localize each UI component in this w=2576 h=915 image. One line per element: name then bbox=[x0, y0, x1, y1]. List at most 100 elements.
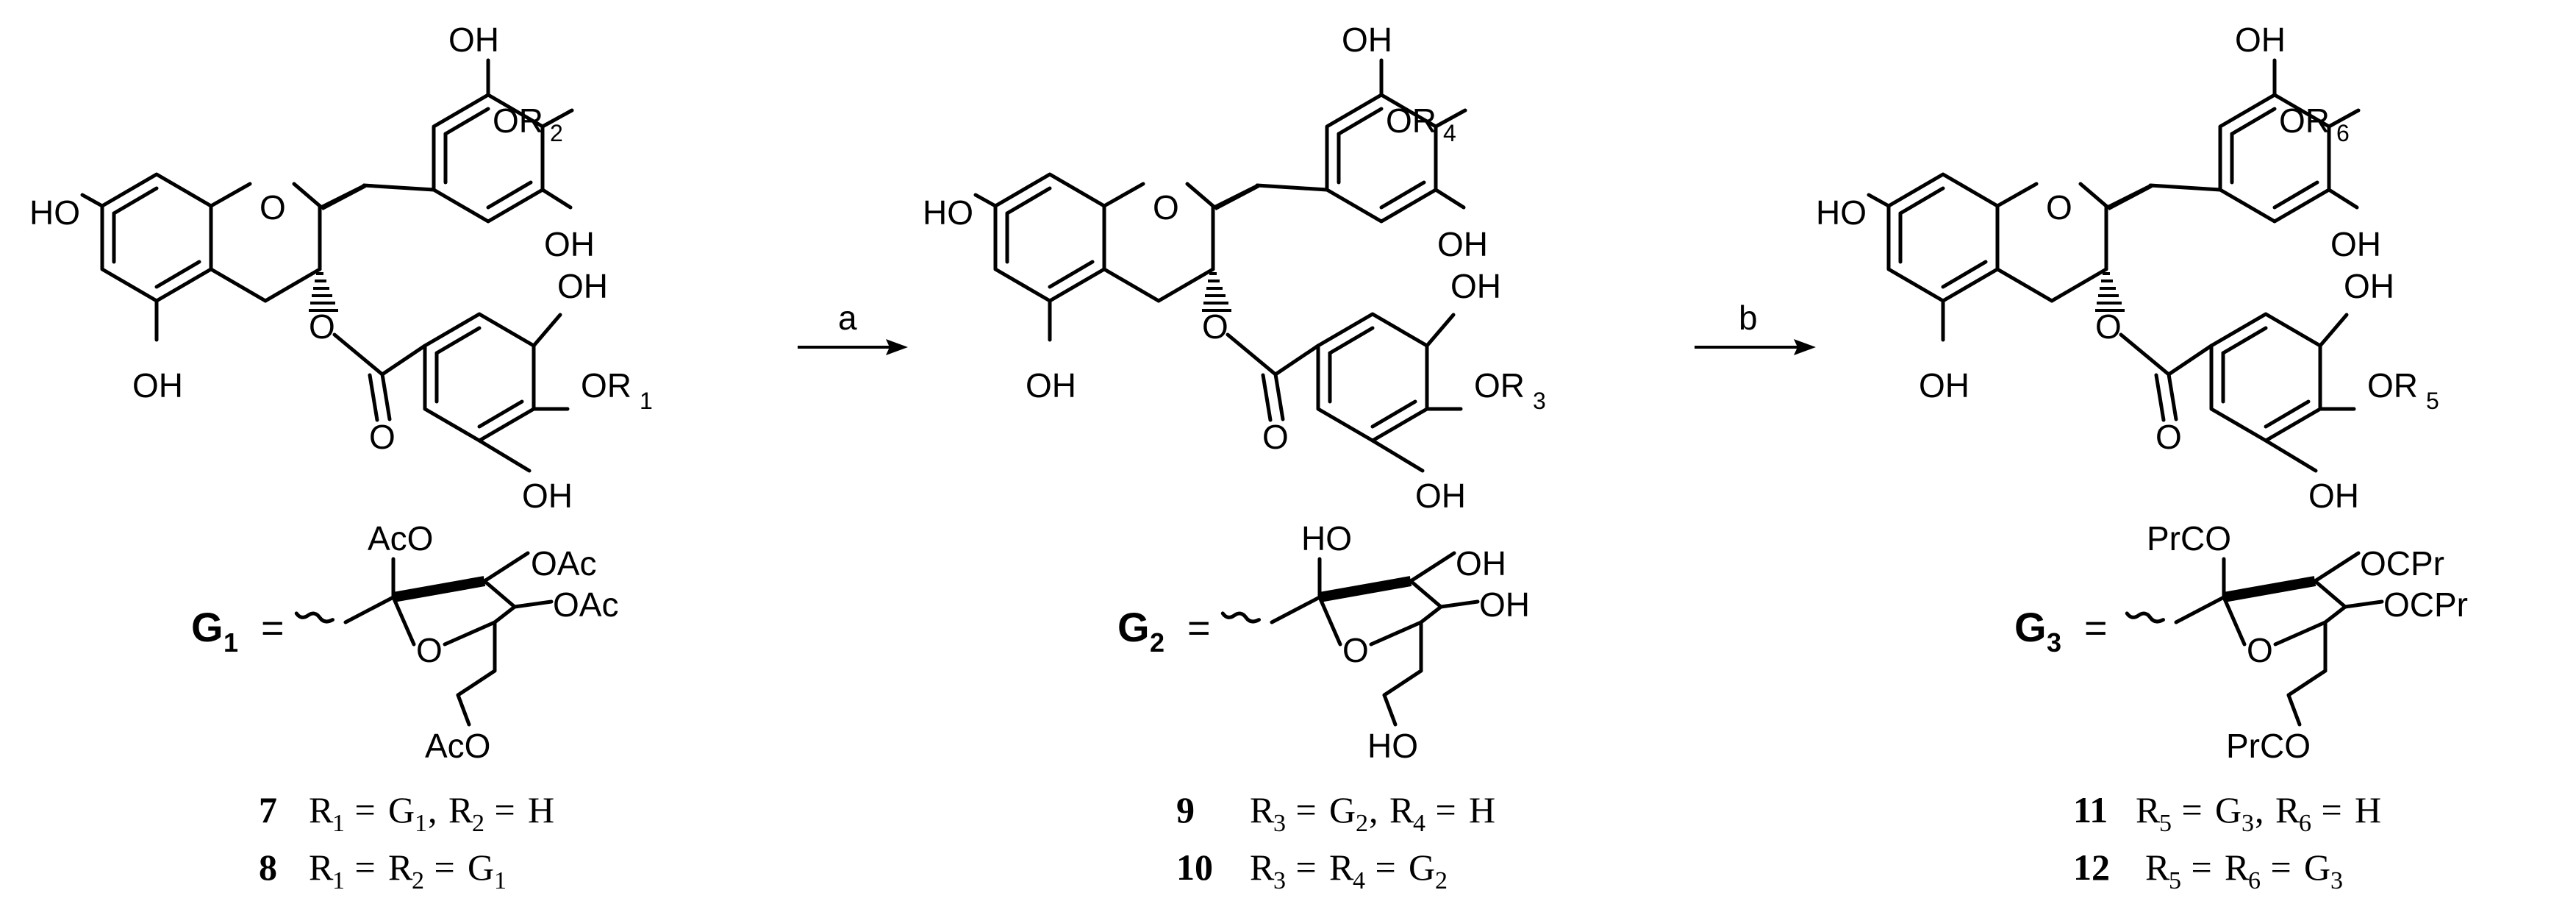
svg-text:=: = bbox=[1287, 847, 1325, 888]
g3-ring-O: O bbox=[2247, 631, 2273, 669]
g3-OCPr-2: OCPr bbox=[2383, 585, 2468, 624]
caption-compound-8: 8 R 1 = R 2 = G 1 bbox=[259, 847, 507, 894]
svg-text:R: R bbox=[1250, 847, 1275, 888]
svg-text:=: = bbox=[1426, 789, 1465, 830]
svg-text:2: 2 bbox=[412, 867, 424, 894]
svg-text:=: = bbox=[2182, 847, 2221, 888]
g1-AcO-top: AcO bbox=[368, 519, 433, 558]
reaction-arrow-b: b bbox=[1695, 299, 1816, 355]
svg-text:=: = bbox=[425, 847, 464, 888]
caption-compound-9: 9 R 3 = G 2 , R 4 = H bbox=[1176, 789, 1495, 837]
svg-text:R: R bbox=[388, 847, 413, 888]
atom-OH-bottom: OH bbox=[132, 366, 183, 405]
g3-label: G bbox=[2014, 604, 2047, 650]
atom-OH-top: OH bbox=[1342, 21, 1392, 59]
sub-R1: 1 bbox=[640, 388, 653, 414]
g2-OH-1: OH bbox=[1456, 544, 1506, 583]
svg-text:R: R bbox=[1329, 847, 1354, 888]
svg-text:=: = bbox=[2261, 847, 2300, 888]
compound-7-8-structure: HO OH O OH OR 2 OH O O OH OR 1 OH bbox=[29, 21, 653, 515]
svg-text:R: R bbox=[2136, 789, 2161, 830]
svg-text:3: 3 bbox=[2330, 867, 2343, 894]
atom-O-ring: O bbox=[1153, 188, 1179, 227]
reaction-arrow-a: a bbox=[798, 299, 908, 355]
atom-O-ester: O bbox=[1202, 307, 1228, 346]
g3-PrCO-bottom: PrCO bbox=[2226, 727, 2311, 765]
atom-OR6: OR bbox=[2279, 102, 2330, 140]
svg-text:8: 8 bbox=[259, 847, 277, 888]
atom-OH-bottom: OH bbox=[1026, 366, 1076, 405]
svg-text:4: 4 bbox=[1413, 810, 1425, 837]
atom-OH-top: OH bbox=[448, 21, 499, 59]
atom-OH-galloyl-top: OH bbox=[1450, 267, 1501, 305]
g1-label-sub: 1 bbox=[223, 627, 238, 658]
caption-compound-10: 10 R 3 = R 4 = G 2 bbox=[1176, 847, 1448, 894]
atom-O-ring: O bbox=[2046, 188, 2072, 227]
svg-text:3: 3 bbox=[2242, 810, 2254, 837]
atom-OR1: OR bbox=[581, 366, 632, 405]
arrow-label-b: b bbox=[1739, 299, 1758, 337]
svg-text:1: 1 bbox=[415, 810, 427, 837]
svg-text:10: 10 bbox=[1176, 847, 1213, 888]
svg-text:R: R bbox=[2275, 789, 2300, 830]
svg-text:1: 1 bbox=[494, 867, 507, 894]
arrow-label-a: a bbox=[838, 299, 857, 337]
atom-OH-galloyl-bottom: OH bbox=[1415, 477, 1466, 515]
g3-label-sub: 3 bbox=[2047, 627, 2061, 658]
atom-OH-right: OH bbox=[1437, 225, 1488, 263]
glucose-G2: G 2 = O HO OH OH HO bbox=[1117, 519, 1530, 765]
compound-11-12-structure: HO OH O OH OR 6 OH O O OH OR 5 OH bbox=[1816, 21, 2439, 515]
atom-OH-galloyl-bottom: OH bbox=[2308, 477, 2359, 515]
glucose-G3: G 3 = O PrCO OCPr OCPr PrCO bbox=[2014, 519, 2468, 765]
svg-text:R: R bbox=[1389, 789, 1414, 830]
g3-equals: = bbox=[2084, 606, 2108, 650]
atom-O-carbonyl: O bbox=[369, 418, 396, 456]
g1-equals: = bbox=[261, 606, 285, 650]
sub-R6: 6 bbox=[2336, 120, 2350, 146]
svg-text:=: = bbox=[346, 847, 384, 888]
atom-OH-galloyl-bottom: OH bbox=[522, 477, 573, 515]
svg-text:=: = bbox=[485, 789, 524, 830]
svg-text:R: R bbox=[1250, 789, 1275, 830]
svg-text:H: H bbox=[2355, 789, 2381, 830]
svg-text:R: R bbox=[309, 847, 334, 888]
atom-OH-top: OH bbox=[2235, 21, 2286, 59]
svg-text:11: 11 bbox=[2073, 789, 2108, 830]
svg-text:H: H bbox=[1469, 789, 1495, 830]
svg-text:2: 2 bbox=[472, 810, 484, 837]
atom-HO-left: HO bbox=[1816, 193, 1867, 232]
sub-R3: 3 bbox=[1533, 388, 1546, 414]
svg-text:6: 6 bbox=[2248, 867, 2261, 894]
atom-OR4: OR bbox=[1386, 102, 1437, 140]
svg-text:6: 6 bbox=[2299, 810, 2311, 837]
svg-text:12: 12 bbox=[2073, 847, 2110, 888]
g2-label-sub: 2 bbox=[1150, 627, 1164, 658]
sub-R4: 4 bbox=[1443, 120, 1456, 146]
compound-9-10-structure: HO OH O OH OR 4 OH O O OH OR 3 OH bbox=[923, 21, 1546, 515]
svg-text:G: G bbox=[1409, 847, 1435, 888]
g2-HO-bottom: HO bbox=[1367, 727, 1418, 765]
svg-text:5: 5 bbox=[2169, 867, 2181, 894]
svg-text:9: 9 bbox=[1176, 789, 1195, 830]
atom-O-carbonyl: O bbox=[2155, 418, 2182, 456]
g1-OAc-1: OAc bbox=[531, 544, 596, 583]
g1-AcO-bottom: AcO bbox=[425, 727, 490, 765]
svg-text:3: 3 bbox=[1273, 867, 1286, 894]
svg-text:G: G bbox=[1329, 789, 1356, 830]
atom-OH-right: OH bbox=[544, 225, 595, 263]
g2-HO-top: HO bbox=[1301, 519, 1352, 558]
g2-label: G bbox=[1117, 604, 1150, 650]
svg-text:H: H bbox=[528, 789, 554, 830]
svg-text:4: 4 bbox=[1353, 867, 1365, 894]
svg-text:,: , bbox=[2255, 789, 2273, 830]
g1-OAc-2: OAc bbox=[553, 585, 618, 624]
atom-OH-galloyl-top: OH bbox=[557, 267, 608, 305]
sub-R5: 5 bbox=[2426, 388, 2439, 414]
g2-ring-O: O bbox=[1342, 631, 1369, 669]
svg-text:2: 2 bbox=[1356, 810, 1368, 837]
svg-text:R: R bbox=[309, 789, 334, 830]
g2-OH-2: OH bbox=[1479, 585, 1530, 624]
svg-text:,: , bbox=[1369, 789, 1387, 830]
sub-R2: 2 bbox=[550, 120, 563, 146]
